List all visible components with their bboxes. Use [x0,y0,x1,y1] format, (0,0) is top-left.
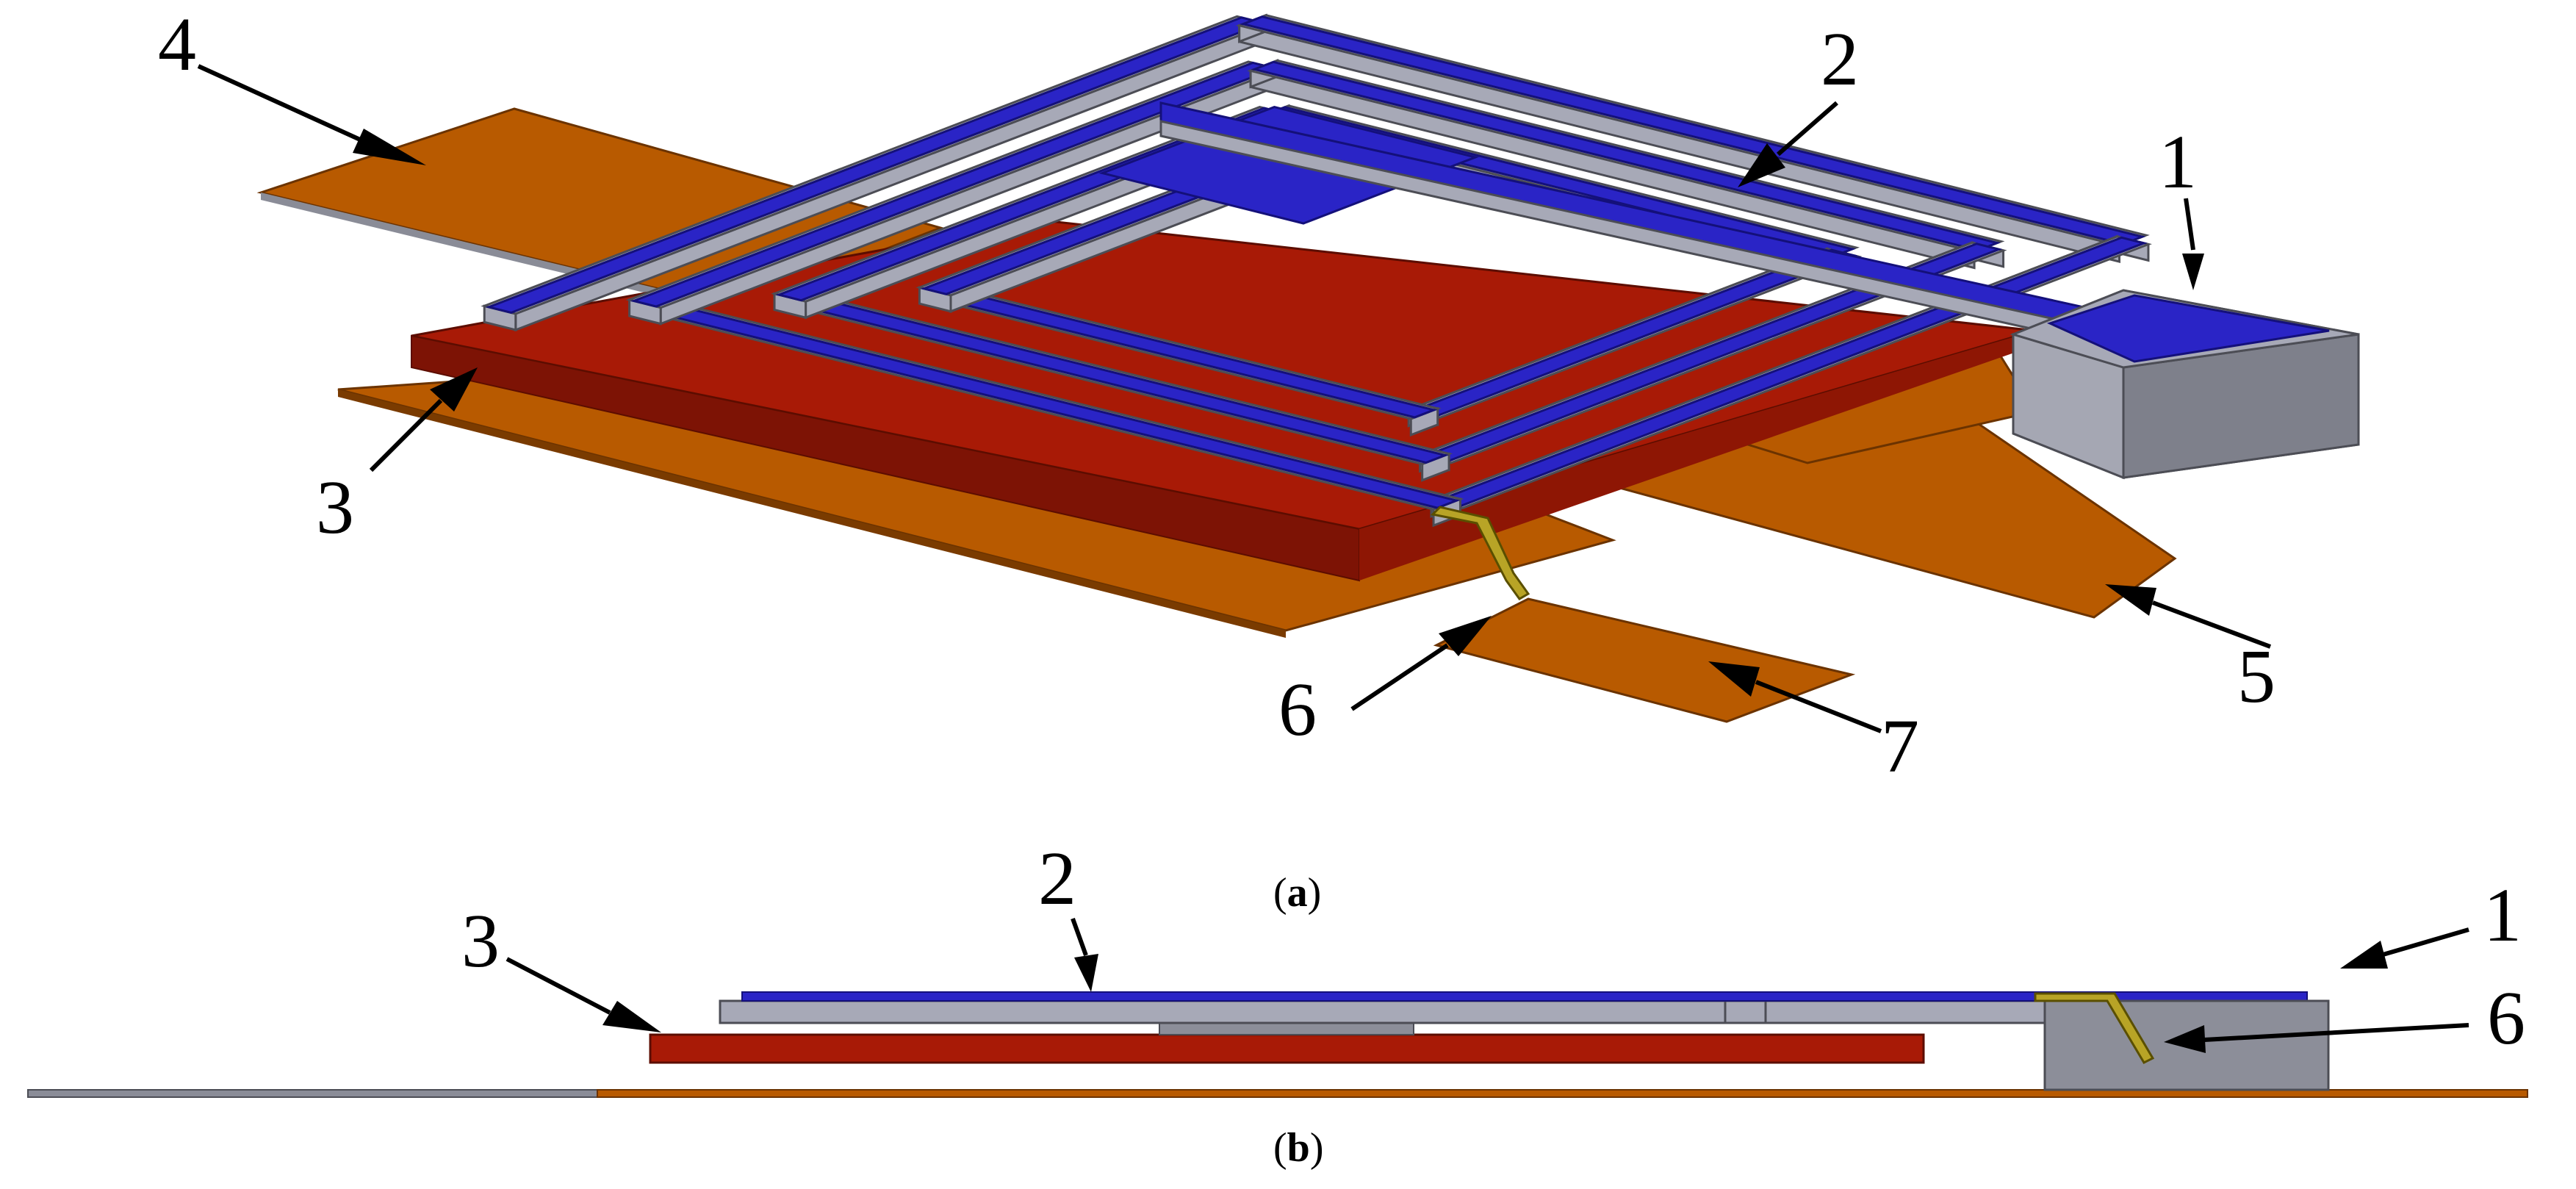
base-line-left [27,1089,598,1098]
coil-trace-top [485,16,1268,315]
callout-label-7-a: 7 [1881,704,1919,789]
base-line-electrode [597,1089,2528,1098]
callout-label-1-a: 1 [2159,120,2197,204]
coil-trace-top [1251,60,2001,252]
coil-support-side [1159,1022,1414,1035]
coil-trace-top [630,61,1279,308]
caption-panel-a: (a) [1273,870,1321,916]
panel-a-isometric-view: 1 2 3 4 5 6 7 (a) [158,2,2360,916]
coil-side-grey-right [1764,999,2046,1024]
callout-arrows-b [506,917,2469,1053]
coil-side-grey-left [719,999,1727,1024]
electrode-pad-7 [1433,597,1856,723]
callout-label-3-a: 3 [316,465,354,550]
contact-block-1 [2010,289,2360,480]
callout-label-6-b: 6 [2487,976,2525,1060]
callout-label-3-b: 3 [461,899,500,983]
bridge-wire-side [2034,992,2155,1064]
callout-label-1-b: 1 [2483,873,2522,958]
callout-label-2-a: 2 [1821,17,1859,101]
coil-side-grey-mid [1724,999,1767,1024]
bridge-wire-6 [1430,506,1530,600]
spiral-coil [481,13,2152,528]
coil-trace-top [1239,15,2146,245]
callout-label-2-b: 2 [1038,836,1076,921]
substrate-side [649,1033,1925,1064]
callout-label-4-a: 4 [158,2,196,87]
coil-side-blue-top [741,991,2308,1002]
caption-panel-b: (b) [1273,1125,1323,1171]
callout-label-6-a: 6 [1278,667,1317,752]
callout-label-5-a: 5 [2237,634,2275,719]
callout-arrows-a [197,64,2272,733]
panel-b-side-view: 2 3 1 6 (b) [27,836,2528,1171]
